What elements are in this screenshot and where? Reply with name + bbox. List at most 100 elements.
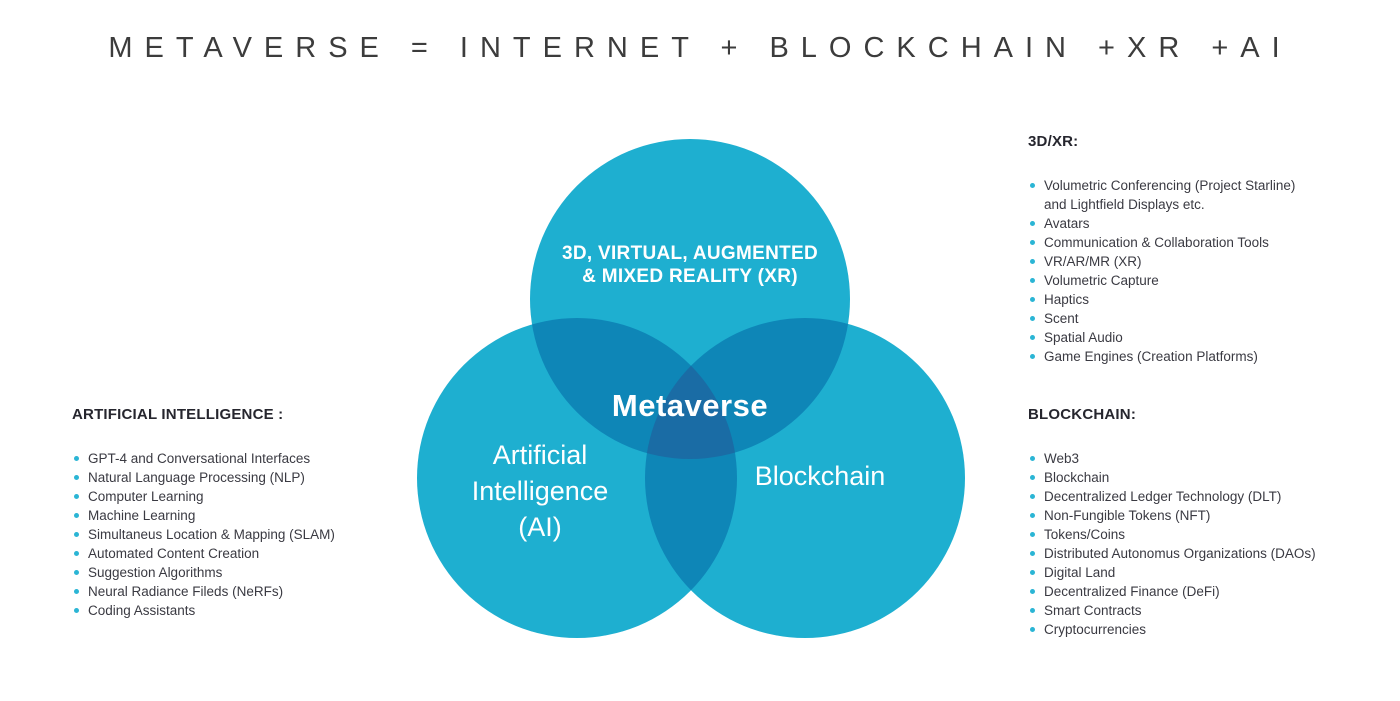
bullet-dot-icon	[1030, 354, 1035, 359]
list-item: Neural Radiance Fileds (NeRFs)	[72, 582, 402, 601]
bullet-dot-icon	[1030, 297, 1035, 302]
bullet-dot-icon	[1030, 494, 1035, 499]
list-item: Automated Content Creation	[72, 544, 402, 563]
overlap-xr-ai	[530, 318, 737, 459]
list-item: Smart Contracts	[1028, 601, 1358, 620]
list-item: Decentralized Finance (DeFi)	[1028, 582, 1358, 601]
venn-label-ai: Artificial Intelligence (AI)	[471, 440, 609, 542]
list-item: Suggestion Algorithms	[72, 563, 402, 582]
list-item: Machine Learning	[72, 506, 402, 525]
bullet-dot-icon	[1030, 278, 1035, 283]
list-item-label: Smart Contracts	[1044, 603, 1142, 618]
list-item-label: Volumetric Capture	[1044, 273, 1159, 288]
list-item-label: Scent	[1044, 311, 1079, 326]
bullet-dot-icon	[74, 551, 79, 556]
ai-list-heading: ARTIFICIAL INTELLIGENCE :	[72, 406, 284, 423]
page-title: METAVERSE = INTERNET + BLOCKCHAIN +XR +A…	[108, 32, 1292, 64]
bullet-dot-icon	[1030, 475, 1035, 480]
bullet-dot-icon	[74, 475, 79, 480]
list-item: Blockchain	[1028, 468, 1358, 487]
list-item-label: Cryptocurrencies	[1044, 622, 1147, 637]
list-item-label: Haptics	[1044, 292, 1090, 307]
list-item: Scent	[1028, 309, 1338, 328]
venn-label-metaverse: Metaverse	[611, 388, 769, 423]
list-item-label: Communication & Collaboration Tools	[1044, 235, 1269, 250]
bullet-dot-icon	[1030, 570, 1035, 575]
bullet-dot-icon	[1030, 608, 1035, 613]
list-item-label: Web3	[1044, 451, 1080, 466]
bullet-dot-icon	[1030, 221, 1035, 226]
bullet-dot-icon	[1030, 183, 1035, 188]
list-item: Tokens/Coins	[1028, 525, 1358, 544]
list-item: VR/AR/MR (XR)	[1028, 252, 1338, 271]
list-item: Cryptocurrencies	[1028, 620, 1358, 639]
blockchain-list-heading: BLOCKCHAIN:	[1028, 406, 1137, 423]
list-item: Communication & Collaboration Tools	[1028, 233, 1338, 252]
list-item-label: Spatial Audio	[1044, 330, 1123, 345]
xr-list-items: Volumetric Conferencing (Project Starlin…	[1028, 176, 1338, 366]
list-item-label: VR/AR/MR (XR)	[1044, 254, 1142, 269]
list-item-label: Game Engines (Creation Platforms)	[1044, 349, 1258, 364]
list-item: Distributed Autonomus Organizations (DAO…	[1028, 544, 1358, 563]
bullet-dot-icon	[1030, 240, 1035, 245]
ai-list: ARTIFICIAL INTELLIGENCE : GPT-4 and Conv…	[72, 406, 402, 620]
xr-list: 3D/XR: Volumetric Conferencing (Project …	[1028, 133, 1338, 366]
bullet-dot-icon	[74, 494, 79, 499]
list-item-label: Digital Land	[1044, 565, 1116, 580]
list-item: Game Engines (Creation Platforms)	[1028, 347, 1338, 366]
list-item-label: Simultaneus Location & Mapping (SLAM)	[88, 527, 335, 542]
bullet-dot-icon	[74, 513, 79, 518]
list-item: Volumetric Capture	[1028, 271, 1338, 290]
bullet-dot-icon	[74, 532, 79, 537]
list-item: Coding Assistants	[72, 601, 402, 620]
list-item-label: Blockchain	[1044, 470, 1110, 485]
bullet-dot-icon	[1030, 551, 1035, 556]
list-item-label: Machine Learning	[88, 508, 196, 523]
xr-list-heading: 3D/XR:	[1028, 133, 1079, 150]
bullet-dot-icon	[74, 570, 79, 575]
bullet-dot-icon	[1030, 456, 1035, 461]
list-item-label: Neural Radiance Fileds (NeRFs)	[88, 584, 284, 599]
list-item: Web3	[1028, 449, 1358, 468]
bullet-dot-icon	[74, 456, 79, 461]
list-item: Avatars	[1028, 214, 1338, 233]
list-item: Non-Fungible Tokens (NFT)	[1028, 506, 1358, 525]
bullet-dot-icon	[1030, 627, 1035, 632]
venn-label-blockchain: Blockchain	[754, 461, 886, 491]
list-item-label: Decentralized Ledger Technology (DLT)	[1044, 489, 1282, 504]
list-item-label: Coding Assistants	[88, 603, 196, 618]
list-item: Spatial Audio	[1028, 328, 1338, 347]
list-item: Natural Language Processing (NLP)	[72, 468, 402, 487]
bullet-dot-icon	[74, 608, 79, 613]
list-item-label: Suggestion Algorithms	[88, 565, 223, 580]
bullet-dot-icon	[74, 589, 79, 594]
list-item: Digital Land	[1028, 563, 1358, 582]
list-item-label: Natural Language Processing (NLP)	[88, 470, 305, 485]
bullet-dot-icon	[1030, 532, 1035, 537]
list-item-label: GPT-4 and Conversational Interfaces	[88, 451, 311, 466]
list-item-label: Decentralized Finance (DeFi)	[1044, 584, 1220, 599]
list-item-label: Tokens/Coins	[1044, 527, 1126, 542]
bullet-dot-icon	[1030, 589, 1035, 594]
list-item-label: Volumetric Conferencing (Project Starlin…	[1044, 178, 1296, 212]
bullet-dot-icon	[1030, 259, 1035, 264]
list-item: Computer Learning	[72, 487, 402, 506]
list-item: Decentralized Ledger Technology (DLT)	[1028, 487, 1358, 506]
list-item: Haptics	[1028, 290, 1338, 309]
bullet-dot-icon	[1030, 513, 1035, 518]
list-item: GPT-4 and Conversational Interfaces	[72, 449, 402, 468]
bullet-dot-icon	[1030, 316, 1035, 321]
list-item: Simultaneus Location & Mapping (SLAM)	[72, 525, 402, 544]
list-item-label: Automated Content Creation	[88, 546, 260, 561]
list-item-label: Computer Learning	[88, 489, 204, 504]
venn-label-xr: 3D, VIRTUAL, AUGMENTED & MIXED REALITY (…	[561, 243, 819, 287]
list-item-label: Non-Fungible Tokens (NFT)	[1044, 508, 1211, 523]
overlap-xr-blockchain	[645, 318, 850, 459]
list-item-label: Avatars	[1044, 216, 1090, 231]
list-item: Volumetric Conferencing (Project Starlin…	[1028, 176, 1338, 214]
